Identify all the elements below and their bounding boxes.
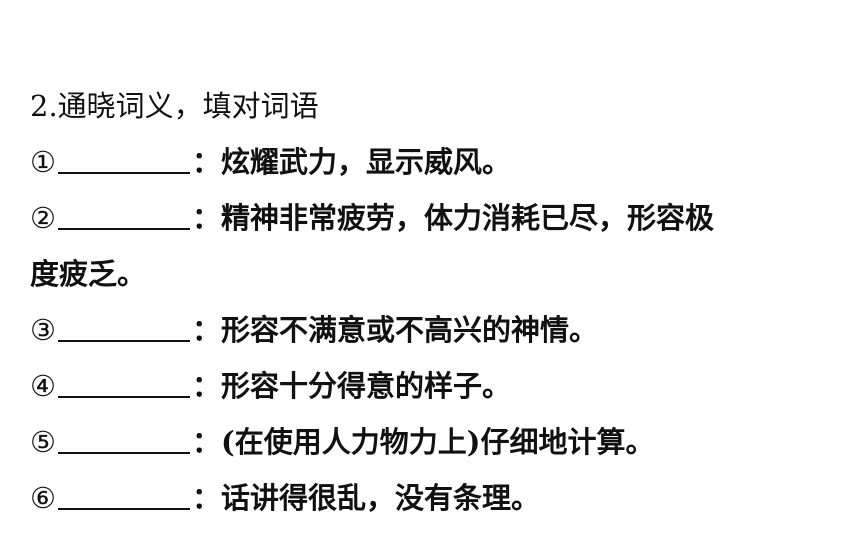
exercise-item-5: ⑤ ：(在使用人力物力上)仔细地计算。: [30, 414, 830, 470]
item-definition-continuation: 度疲乏。: [30, 257, 147, 291]
exercise-item-4: ④ ：形容十分得意的样子。: [30, 358, 830, 414]
answer-blank[interactable]: [58, 316, 190, 342]
answer-blank[interactable]: [58, 372, 190, 398]
exercise-item-6: ⑥ ：话讲得很乱，没有条理。: [30, 470, 830, 526]
exercise-item-1: ① ：炫耀武力，显示威风。: [30, 134, 830, 190]
item-marker: ④: [30, 369, 56, 403]
item-marker: ⑤: [30, 425, 56, 459]
item-separator: ：: [192, 313, 222, 347]
item-definition: 精神非常疲劳，体力消耗已尽，形容极: [221, 201, 715, 235]
exercise-item-3: ③ ：形容不满意或不高兴的神情。: [30, 302, 830, 358]
exercise-document: 2.通晓词义，填对词语 ①：炫耀武力，显示威风。 ②：精神非常疲劳，体力消耗已尽…: [30, 78, 830, 526]
item-marker: ①: [30, 145, 56, 179]
answer-blank[interactable]: [58, 204, 190, 230]
item-separator: ：: [192, 481, 222, 515]
item-marker: ⑥: [30, 481, 56, 515]
item-marker: ③: [30, 313, 56, 347]
item-definition: 话讲得很乱，没有条理。: [221, 481, 541, 515]
item-separator: ：: [192, 201, 222, 235]
item-definition: 炫耀武力，显示威风。: [221, 145, 512, 179]
answer-blank[interactable]: [58, 428, 190, 454]
exercise-item-2-continuation: 度疲乏。: [30, 246, 830, 302]
item-definition: (在使用人力物力上)仔细地计算。: [221, 425, 655, 459]
exercise-item-2: ② ：精神非常疲劳，体力消耗已尽，形容极: [30, 190, 830, 246]
item-separator: ：: [192, 369, 222, 403]
item-separator: ：: [192, 425, 222, 459]
item-separator: ：: [192, 145, 222, 179]
answer-blank[interactable]: [58, 148, 190, 174]
item-definition: 形容十分得意的样子。: [221, 369, 512, 403]
answer-blank[interactable]: [58, 484, 190, 510]
exercise-title: 2.通晓词义，填对词语: [30, 89, 319, 123]
item-definition: 形容不满意或不高兴的神情。: [221, 313, 599, 347]
item-marker: ②: [30, 201, 56, 235]
